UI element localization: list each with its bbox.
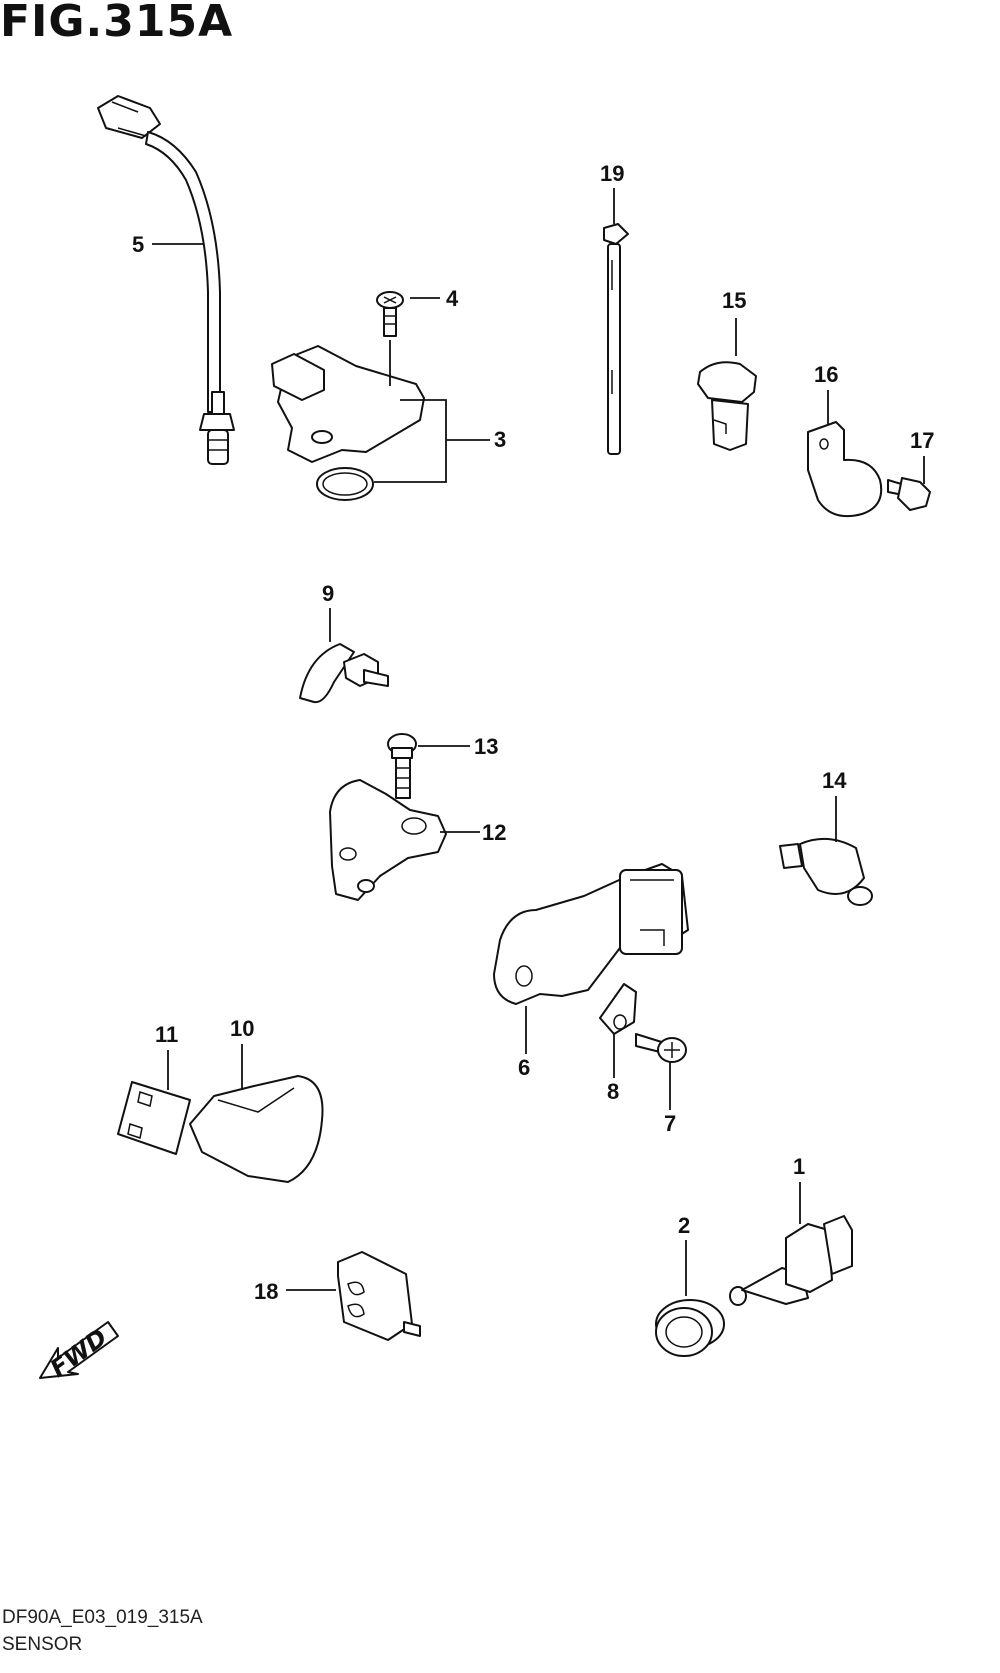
part-15-clip[interactable] (697, 361, 757, 451)
figure-title: FIG.315A (0, 0, 234, 47)
leader-lines (152, 188, 925, 1296)
diagram-code: DF90A_E03_019_315A (2, 1607, 203, 1628)
part-4-screw[interactable] (376, 291, 404, 337)
callout-10: 10 (230, 1016, 254, 1041)
part-1-temperature-sensor[interactable] (729, 1215, 853, 1306)
part-9-connector-cap[interactable] (299, 643, 389, 704)
fwd-arrow-icon: FWD (39, 1321, 119, 1383)
part-18-cover[interactable] (337, 1251, 421, 1341)
callout-4: 4 (446, 286, 459, 311)
callout-5: 5 (132, 232, 144, 257)
callout-12: 12 (482, 820, 506, 845)
part-3-pressure-sensor[interactable] (271, 345, 425, 501)
part-7-screw[interactable] (635, 1033, 687, 1063)
part-10-holder[interactable] (189, 1075, 324, 1183)
part-8-plate[interactable] (599, 983, 637, 1035)
callout-13: 13 (474, 734, 498, 759)
part-2-grommet[interactable] (655, 1299, 725, 1357)
part-17-bolt[interactable] (887, 477, 931, 511)
callout-3: 3 (494, 427, 506, 452)
callout-14: 14 (822, 768, 847, 793)
part-14-pressure-switch[interactable] (779, 837, 873, 906)
part-19-cable-tie[interactable] (603, 223, 629, 455)
part-16-clamp[interactable] (807, 421, 883, 518)
callout-11: 11 (155, 1022, 178, 1047)
callout-7: 7 (664, 1111, 676, 1136)
callout-labels: 1 2 3 4 5 6 7 8 9 10 11 12 13 14 15 16 1… (132, 161, 934, 1304)
callout-1: 1 (793, 1154, 805, 1179)
callout-9: 9 (322, 581, 334, 606)
callout-19: 19 (600, 161, 624, 186)
diagram-name: SENSOR (2, 1634, 83, 1655)
part-12-sensor-bracket[interactable] (329, 779, 447, 901)
part-11-retainer[interactable] (117, 1081, 191, 1155)
callout-16: 16 (814, 362, 838, 387)
callout-2: 2 (678, 1213, 690, 1238)
callout-6: 6 (518, 1055, 530, 1080)
part-5-sensor-harness[interactable] (97, 95, 235, 465)
callout-18: 18 (254, 1279, 278, 1304)
callout-8: 8 (607, 1079, 619, 1104)
part-6-position-sensor[interactable] (493, 863, 689, 1005)
callout-17: 17 (910, 428, 934, 453)
callout-15: 15 (722, 288, 746, 313)
part-13-bolt[interactable] (387, 733, 417, 799)
